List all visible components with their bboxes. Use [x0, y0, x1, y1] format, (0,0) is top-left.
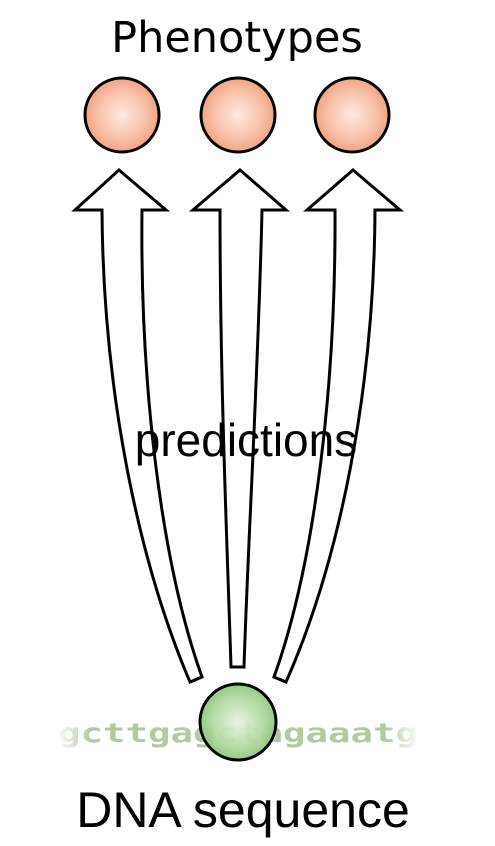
prediction-arrow-middle	[188, 168, 291, 669]
dna-node	[198, 682, 278, 762]
predictions-label: predictions	[135, 414, 357, 466]
phenotypes-label: Phenotypes	[111, 13, 363, 63]
phenotype-node-3	[313, 76, 391, 154]
dna-sequence-label: DNA sequence	[76, 782, 410, 838]
prediction-arrow-right	[272, 168, 405, 684]
phenotype-node-2	[199, 76, 277, 154]
prediction-arrow-left	[71, 168, 204, 684]
phenotype-node-1	[83, 76, 161, 154]
